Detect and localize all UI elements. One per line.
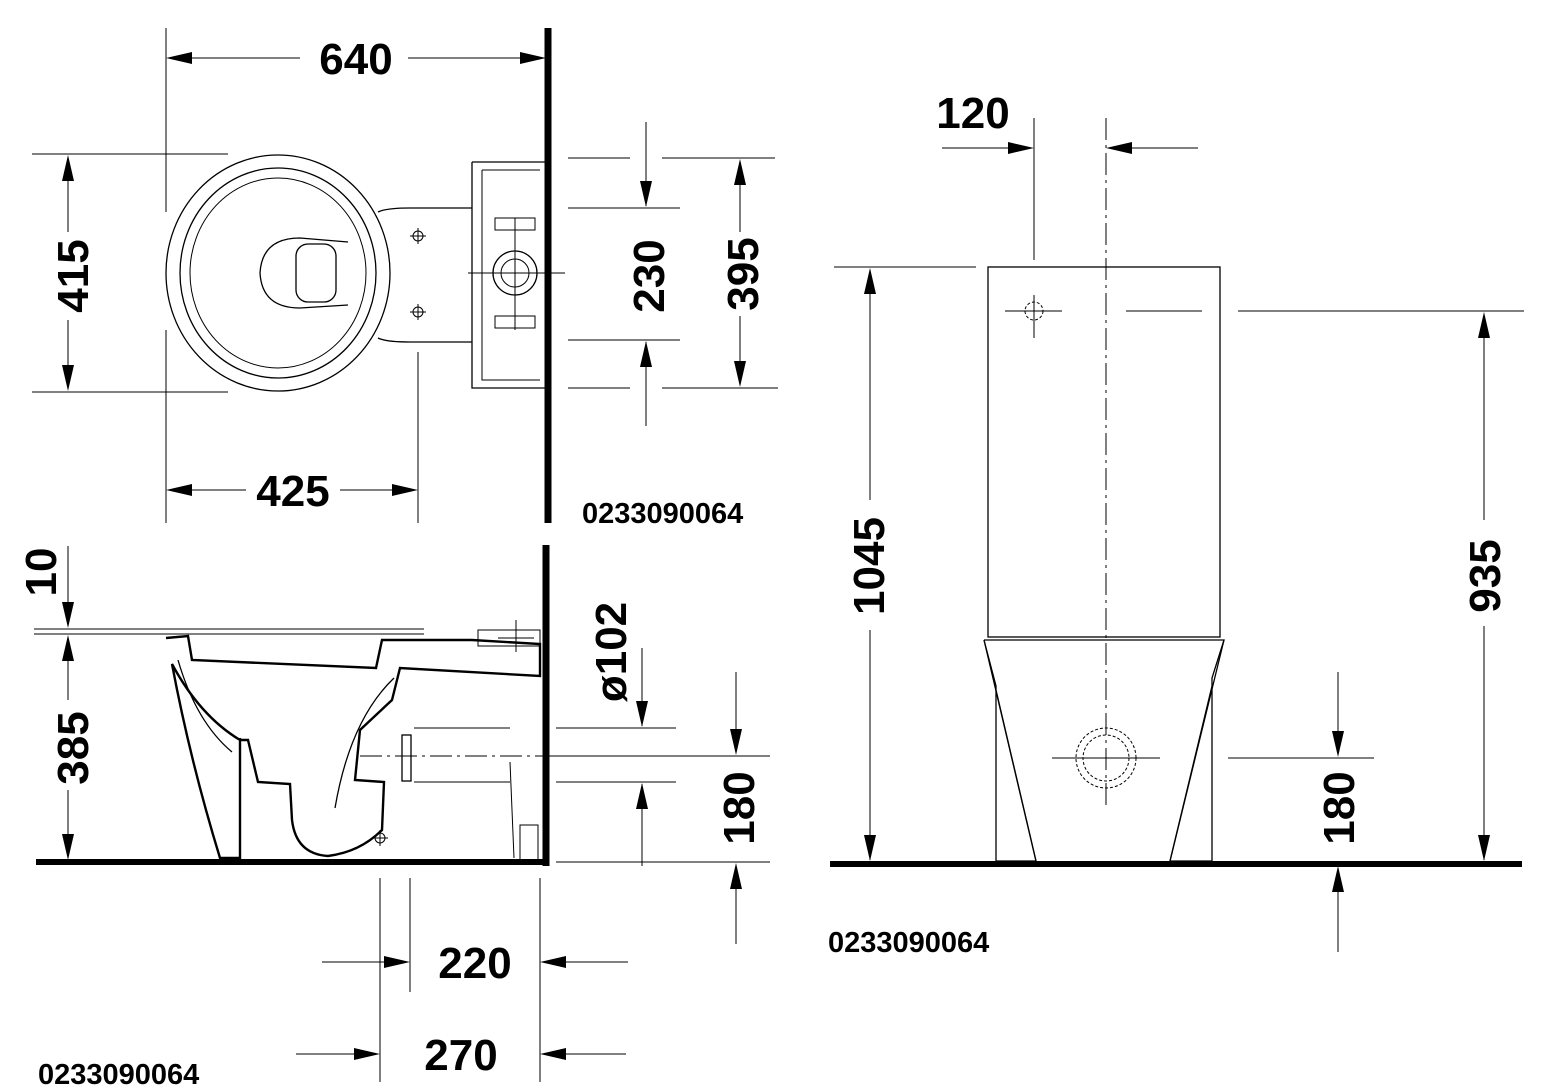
dim-640: 640: [319, 35, 392, 84]
front-view: 120 1045 935 180 0233090064: [828, 89, 1524, 959]
dim-120: 120: [936, 89, 1009, 138]
dim-230: 230: [625, 239, 674, 312]
dim-outlet-diameter: ø102: [587, 602, 636, 702]
dim-10: 10: [17, 548, 66, 597]
top-view: 640 415 425 230 395 02330: [32, 28, 778, 530]
side-view: 10 385 ø102 180 220 2: [17, 545, 770, 1090]
dim-415: 415: [49, 239, 98, 312]
dim-385: 385: [49, 711, 98, 784]
article-number-front: 0233090064: [828, 927, 989, 959]
article-number-side: 0233090064: [38, 1059, 199, 1090]
dim-180-front: 180: [1315, 771, 1364, 844]
dim-395: 395: [719, 237, 768, 310]
dim-425: 425: [256, 467, 329, 516]
dim-270: 270: [424, 1031, 497, 1080]
dim-1045: 1045: [845, 517, 894, 615]
dim-220: 220: [438, 939, 511, 988]
article-number-top: 0233090064: [582, 498, 743, 530]
dim-935: 935: [1461, 539, 1510, 612]
dim-180-side: 180: [715, 771, 764, 844]
